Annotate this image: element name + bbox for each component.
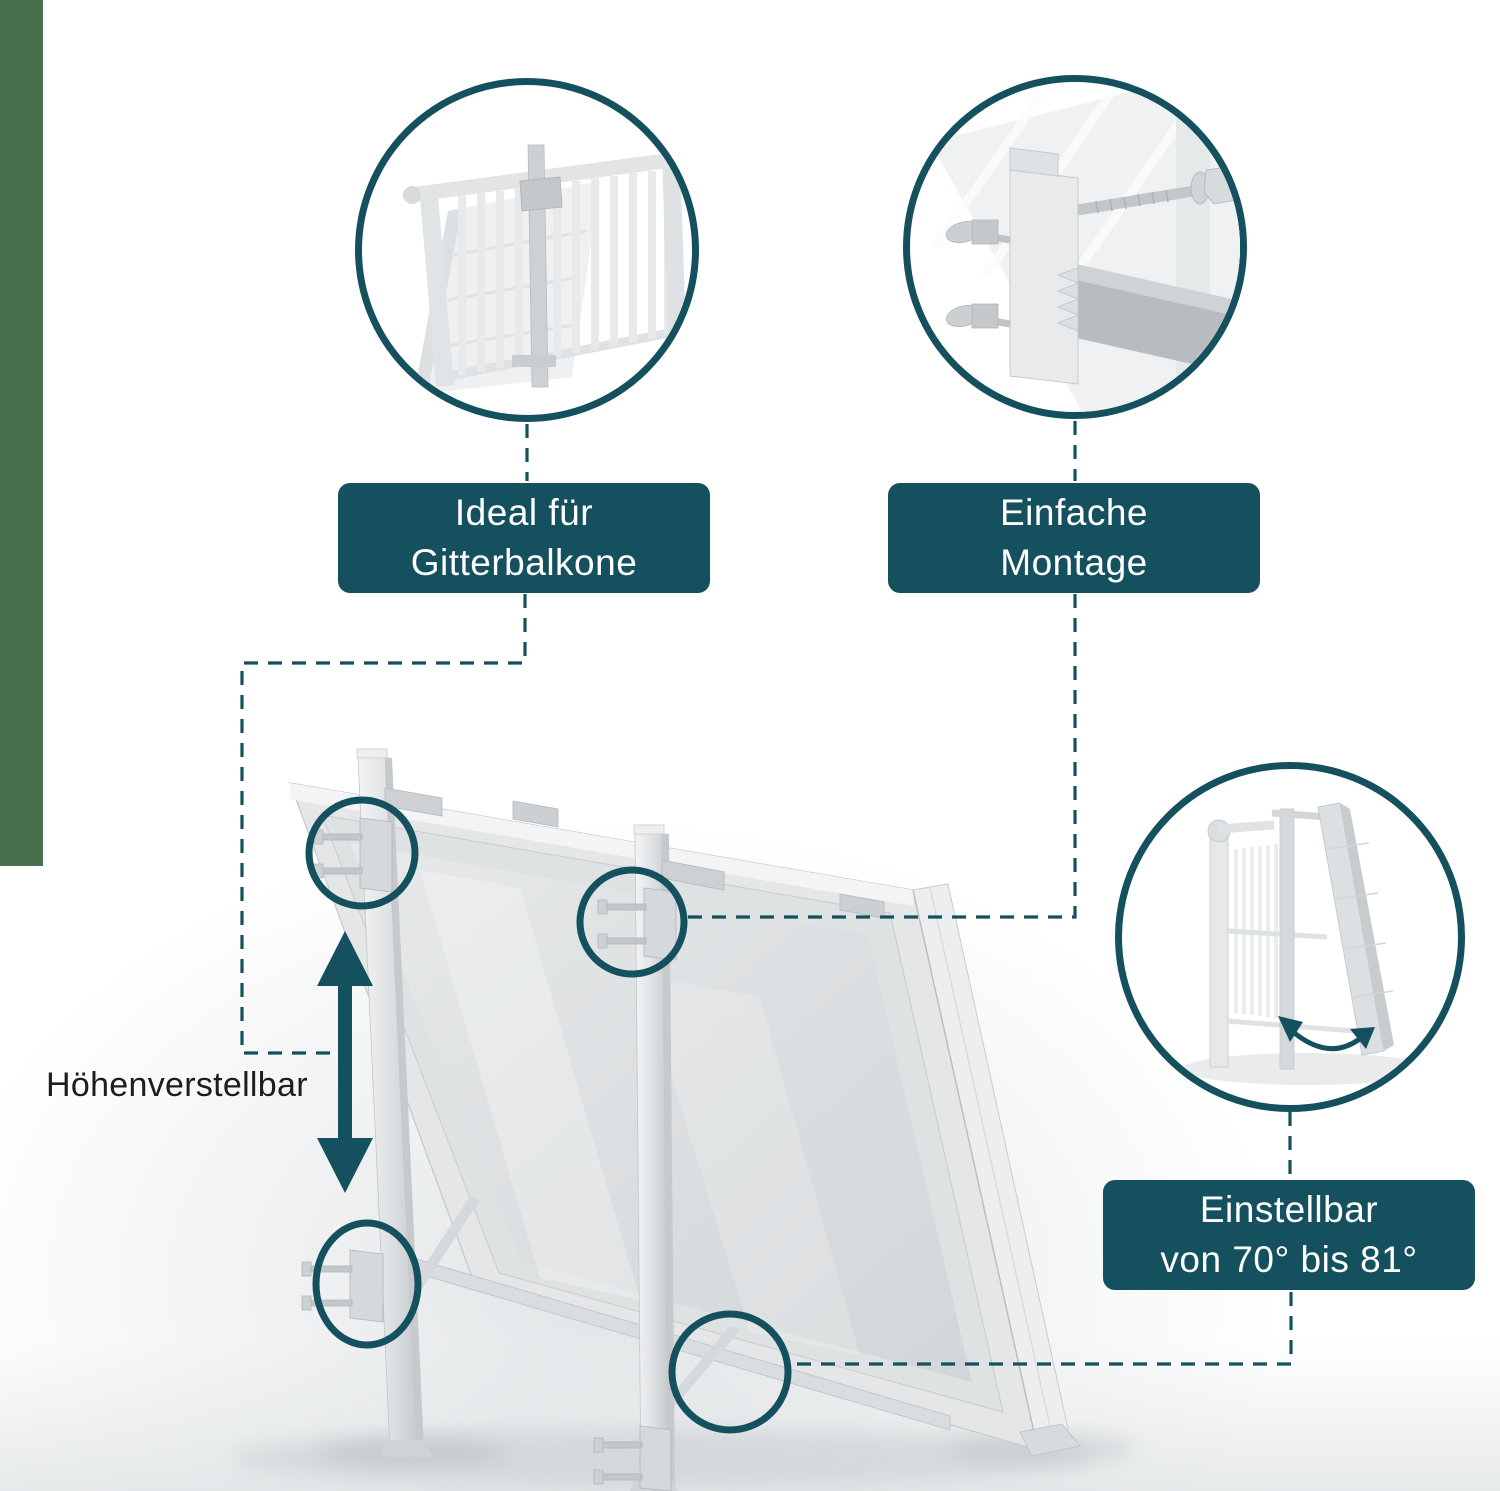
tilt-angle-side-view-illustration: [1182, 802, 1432, 1085]
callout-einstellbar-winkel: Einstellbar von 70° bis 81°: [1103, 1180, 1475, 1290]
highlight-circle-cross-bar: [668, 1310, 792, 1434]
tilted-panel-side: [1317, 802, 1394, 1056]
mount-rail-with-clamp: [512, 144, 563, 388]
callout-line: Einstellbar: [1199, 1189, 1379, 1230]
page-edge-strip: [0, 0, 43, 866]
height-adjustable-label: Höhenverstellbar: [46, 1066, 308, 1104]
detail-circle-clamp: [903, 75, 1247, 419]
callout-ideal-fuer-gitterbalkone: Ideal für Gitterbalkone: [338, 483, 710, 593]
highlight-circle-top-left-clamp: [305, 796, 419, 910]
railing-clamp-bolt-illustration: [930, 82, 1240, 412]
balcony-railing-panel-illustration: [402, 144, 688, 395]
clamp-bolt: [1077, 166, 1239, 216]
clamp-top-left: [313, 817, 393, 893]
rail-clamps: [301, 817, 677, 1491]
clamp-body: [1009, 147, 1080, 385]
detail-circle-railing: [355, 78, 699, 422]
callout-line: Ideal für: [454, 492, 594, 533]
highlight-circle-middle-clamp: [576, 866, 688, 978]
angle-arc-arrow: [1278, 1016, 1375, 1052]
floor-shadow: [1182, 1053, 1432, 1085]
railing-side-view: [1207, 808, 1355, 1070]
callout-line: Montage: [1000, 542, 1148, 583]
wing-screws: [945, 219, 1011, 329]
connector-label-winkel-to-render: [790, 1292, 1293, 1366]
railing: [402, 151, 688, 387]
height-adjust-double-arrow: [317, 931, 373, 1193]
clamp-bottom-middle: [593, 1425, 672, 1491]
highlight-circles: [305, 796, 792, 1434]
callout-line: Einfache: [1000, 492, 1148, 533]
railing-beam: [1050, 258, 1240, 375]
callout-line: von 70° bis 81°: [1160, 1239, 1418, 1280]
connector-label-railing-to-render: [240, 594, 527, 1055]
clamp-bottom-left: [301, 1249, 384, 1323]
top-brackets: [384, 787, 885, 919]
detail-circle-angle: [1115, 762, 1465, 1112]
connector-label-montage-to-clamp: [686, 594, 1077, 919]
highlight-circle-bottom-left-clamp: [312, 1219, 422, 1349]
callout-line: Gitterbalkone: [410, 542, 638, 583]
dashed-connectors: [240, 421, 1293, 1366]
clamp-middle: [597, 887, 677, 961]
callout-einfache-montage: Einfache Montage: [888, 483, 1260, 593]
